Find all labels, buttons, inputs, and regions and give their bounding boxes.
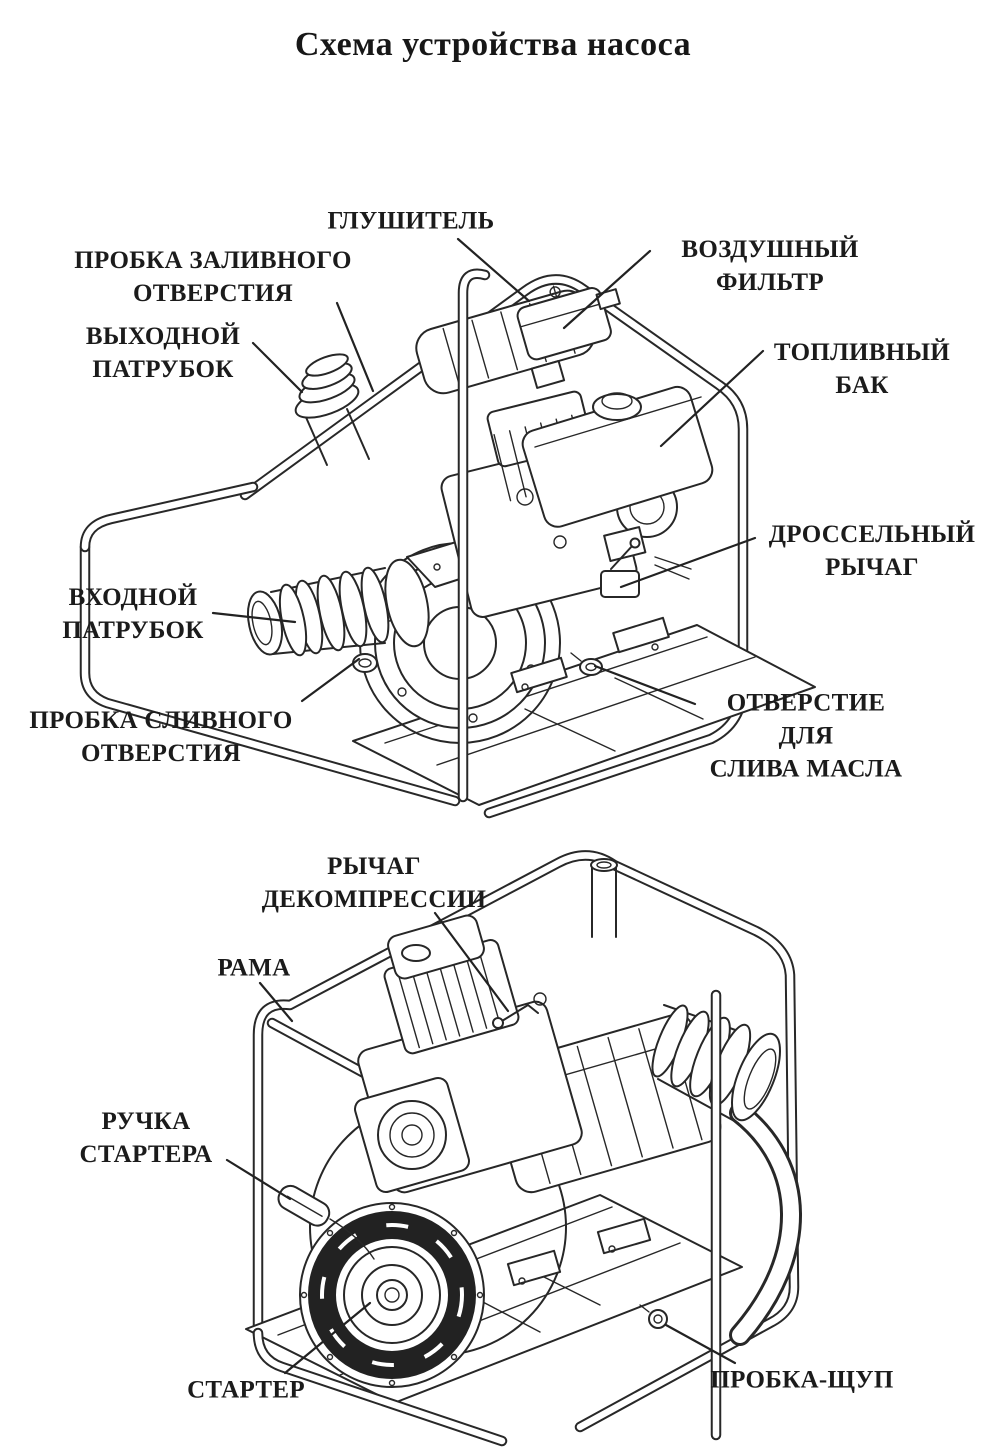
label-oil-drain-hole: ОТВЕРСТИЕ ДЛЯ СЛИВА МАСЛА — [709, 689, 903, 783]
volute-scroll-pipe — [729, 1102, 802, 1346]
label-outlet-pipe: ВЫХОДНОЙ ПАТРУБОК — [85, 323, 241, 383]
oil-drain-hole-part — [570, 652, 603, 676]
label-throttle-lever: ДРОССЕЛЬНЫЙ РЫЧАГ — [768, 521, 976, 581]
label-inlet-pipe: ВХОДНОЙ ПАТРУБОК — [62, 584, 204, 644]
outlet-pipe-part — [294, 353, 370, 466]
leader-decompression-lever — [433, 911, 510, 1013]
dipstick-plug-part — [639, 1304, 668, 1329]
label-drain-plug: ПРОБКА СЛИВНОГО ОТВЕРСТИЯ — [29, 707, 293, 767]
leader-dipstick-plug — [664, 1323, 737, 1365]
outlet-corrugation-rear — [651, 1004, 781, 1124]
label-starter: СТАРТЕР — [187, 1376, 305, 1404]
label-starter-handle: РУЧКА СТАРТЕРА — [79, 1108, 213, 1168]
frame-front-tubes-rear — [252, 989, 722, 1447]
pump-rear-isometric-drawing — [225, 850, 802, 1447]
leader-lines-bottom — [225, 911, 737, 1375]
pump-front-isometric-drawing — [79, 237, 816, 819]
label-decompression-lever: РЫЧАГ ДЕКОМПРЕССИИ — [261, 853, 487, 913]
leader-oil-drain-hole — [593, 664, 697, 706]
leader-frame — [258, 981, 294, 1023]
page-title: Схема устройства насоса — [294, 26, 692, 63]
label-air-filter: ВОЗДУШНЫЙ ФИЛЬТР — [681, 236, 859, 296]
leader-outlet-pipe — [251, 341, 304, 394]
leader-starter-handle — [225, 1158, 292, 1201]
leader-filler-plug — [335, 301, 375, 393]
inlet-pipe-part — [246, 558, 430, 657]
label-frame: РАМА — [217, 954, 291, 982]
exhaust-stack — [590, 858, 618, 938]
leader-muffler — [456, 237, 531, 303]
label-filler-plug: ПРОБКА ЗАЛИВНОГО ОТВЕРСТИЯ — [74, 247, 352, 307]
label-dipstick-plug: ПРОБКА-ЩУП — [710, 1366, 894, 1394]
frame-front-tubes — [79, 268, 491, 807]
frame-rear-tube — [239, 274, 749, 819]
leader-inlet-pipe — [211, 611, 297, 624]
label-muffler: ГЛУШИТЕЛЬ — [327, 207, 495, 235]
drain-plug-part — [352, 653, 378, 673]
throttle-lever-part — [600, 537, 641, 598]
leader-throttle-lever — [619, 536, 757, 589]
label-fuel-tank: ТОПЛИВНЫЙ БАК — [773, 339, 951, 399]
starter-pulley — [299, 1202, 485, 1388]
engine-block-rear — [353, 914, 652, 1287]
leader-lines-top — [211, 237, 765, 706]
leader-starter — [283, 1301, 372, 1375]
leader-air-filter — [562, 249, 652, 330]
leader-drain-plug — [300, 657, 361, 703]
leader-fuel-tank — [659, 349, 765, 448]
fuel-tank-part — [521, 385, 714, 528]
